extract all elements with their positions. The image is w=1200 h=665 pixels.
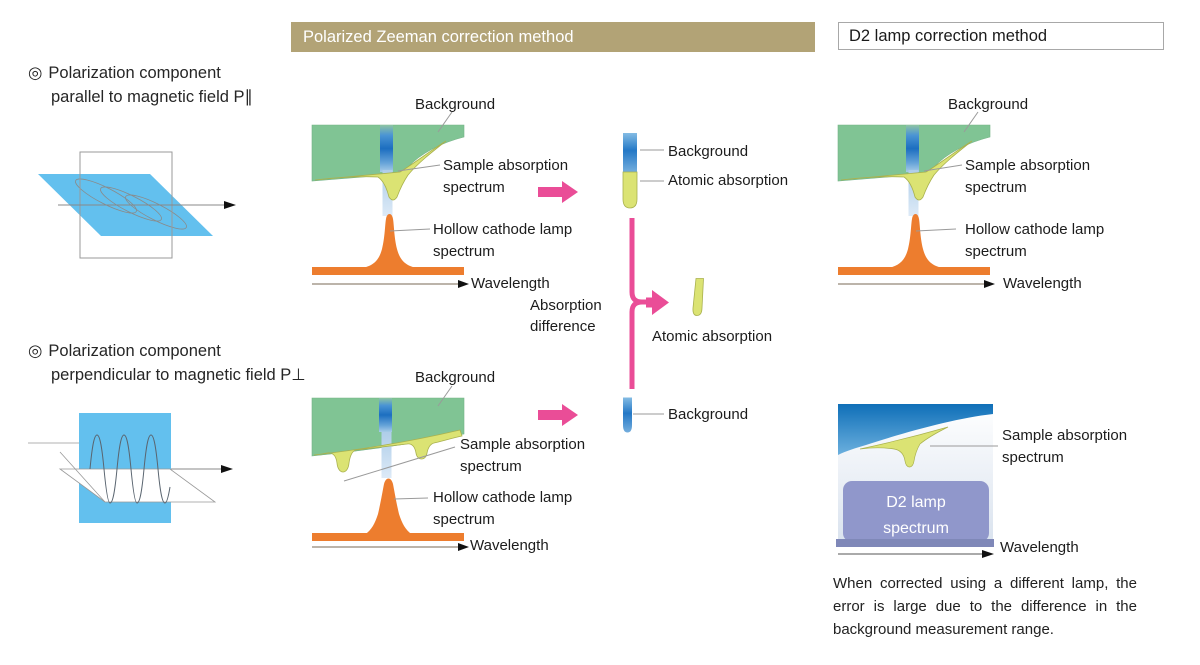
d2-lamp-spectrum-box bbox=[843, 481, 989, 542]
d2-base-bar bbox=[836, 539, 994, 547]
background-wedge-shape bbox=[838, 404, 993, 455]
background-result-bar bbox=[623, 397, 632, 433]
atomic-absorption-label: Atomic absorption bbox=[668, 172, 789, 189]
plane-edge-line bbox=[59, 451, 106, 503]
double-circle-bullet-icon: ◎ bbox=[28, 342, 43, 360]
background-label: Background bbox=[668, 406, 749, 423]
horizontal-plane-outline bbox=[58, 468, 217, 503]
background-label: Background bbox=[415, 96, 496, 113]
polarization-parallel-diagram bbox=[38, 151, 236, 259]
hollow-cathode-label-line1: Hollow cathode lamp bbox=[965, 221, 1105, 238]
d2-lamp-spectrum-label: D2 lamp spectrum bbox=[843, 490, 989, 542]
d2-lamp-diagram bbox=[836, 404, 994, 558]
atomic-absorption-bar-shape bbox=[692, 278, 704, 316]
hollow-cathode-label-line2: spectrum bbox=[433, 511, 495, 528]
hollow-cathode-label-line2: spectrum bbox=[965, 243, 1027, 260]
d2-method-header: D2 lamp correction method bbox=[838, 22, 1164, 50]
beam-arrowhead-icon bbox=[224, 201, 236, 209]
pink-arrow-icon bbox=[538, 404, 578, 426]
hollow-cathode-label-line1: Hollow cathode lamp bbox=[433, 489, 573, 506]
baseline-bar bbox=[312, 267, 464, 275]
hollow-cathode-label-line2: spectrum bbox=[433, 243, 495, 260]
background-label: Background bbox=[668, 143, 749, 160]
background-label: Background bbox=[948, 96, 1029, 113]
background-atomic-bar bbox=[622, 133, 638, 209]
merge-arrow-connector bbox=[629, 218, 669, 389]
d2-lamp-label-line2: spectrum bbox=[883, 520, 949, 537]
hollow-cathode-label-line1: Hollow cathode lamp bbox=[433, 221, 573, 238]
parallel-heading-text1: Polarization component bbox=[48, 64, 221, 82]
axis-arrowhead-icon bbox=[982, 550, 994, 558]
beam-arrowhead-icon bbox=[221, 465, 233, 473]
spectrum-diagram-parallel bbox=[311, 124, 469, 288]
polarization-square-shape bbox=[79, 413, 171, 523]
axis-arrowhead-icon bbox=[458, 543, 469, 551]
background-bar-segment bbox=[623, 133, 637, 172]
d2-lamp-label-line1: D2 lamp bbox=[886, 494, 946, 511]
hollow-cathode-peak-shape bbox=[350, 214, 429, 270]
background-label: Background bbox=[415, 369, 496, 386]
parallel-section-heading: ◎ Polarization component parallel to magn… bbox=[28, 61, 253, 109]
sample-absorption-label-line2: spectrum bbox=[443, 179, 505, 196]
absorption-difference-label-line1: Absorption bbox=[530, 297, 602, 314]
hollow-cathode-peak-shape bbox=[340, 478, 437, 541]
sample-absorption-label-line2: spectrum bbox=[1002, 449, 1064, 466]
pink-arrowhead-icon bbox=[646, 290, 669, 315]
zeeman-stripe bbox=[906, 125, 919, 172]
light-blue-column bbox=[381, 432, 392, 478]
baseline-bar bbox=[312, 533, 464, 541]
spectrum-diagram-perpendicular bbox=[311, 397, 469, 551]
parallel-heading-line1: ◎ Polarization component bbox=[28, 61, 253, 85]
connector-lower-curve bbox=[629, 299, 646, 389]
sample-absorption-label-line2: spectrum bbox=[460, 458, 522, 475]
baseline-bar bbox=[838, 267, 990, 275]
wavelength-label: Wavelength bbox=[471, 275, 550, 292]
absorption-difference-label-line2: difference bbox=[530, 318, 596, 335]
sample-absorption-label-line2: spectrum bbox=[965, 179, 1027, 196]
sample-absorption-label-line1: Sample absorption bbox=[460, 436, 586, 453]
wavelength-label: Wavelength bbox=[1000, 539, 1079, 556]
wavelength-label: Wavelength bbox=[1003, 275, 1082, 292]
perpendicular-heading-line1: ◎ Polarization component bbox=[28, 339, 306, 363]
spectrum-diagram-d2-top bbox=[837, 124, 995, 288]
hollow-cathode-peak-shape bbox=[876, 214, 955, 270]
atomic-absorption-label: Atomic absorption bbox=[652, 328, 773, 345]
sine-wave-curve bbox=[89, 434, 171, 504]
d2-error-caption: When corrected using a different lamp, t… bbox=[833, 575, 1137, 638]
sample-absorption-shape bbox=[840, 140, 973, 201]
perpendicular-heading-text2: perpendicular to magnetic field P⊥ bbox=[51, 366, 306, 384]
sample-absorption-shape bbox=[314, 140, 447, 201]
perpendicular-heading-text1: Polarization component bbox=[48, 342, 221, 360]
sample-absorption-label-line1: Sample absorption bbox=[965, 157, 1091, 174]
axis-arrowhead-icon bbox=[458, 280, 469, 288]
pink-arrow-icon bbox=[538, 181, 578, 203]
background-bar-shape bbox=[623, 397, 632, 433]
zeeman-method-header: Polarized Zeeman correction method bbox=[291, 22, 815, 52]
atomic-absorption-bar-segment bbox=[622, 171, 638, 209]
perpendicular-section-heading: ◎ Polarization component perpendicular to… bbox=[28, 339, 306, 387]
axis-arrowhead-icon bbox=[984, 280, 995, 288]
atomic-absorption-result-bar bbox=[692, 278, 704, 316]
wavelength-label: Wavelength bbox=[470, 537, 549, 554]
sample-absorption-shape bbox=[859, 426, 949, 468]
polarization-perpendicular-diagram bbox=[28, 413, 233, 523]
double-circle-bullet-icon: ◎ bbox=[28, 64, 43, 82]
connector-upper-curve bbox=[629, 218, 646, 305]
sample-absorption-label-line1: Sample absorption bbox=[1002, 427, 1128, 444]
sample-absorption-label-line1: Sample absorption bbox=[443, 157, 569, 174]
zeeman-stripe bbox=[380, 125, 393, 172]
parallel-heading-text2: parallel to magnetic field P∥ bbox=[51, 88, 253, 106]
zeeman-stripe bbox=[379, 398, 392, 432]
